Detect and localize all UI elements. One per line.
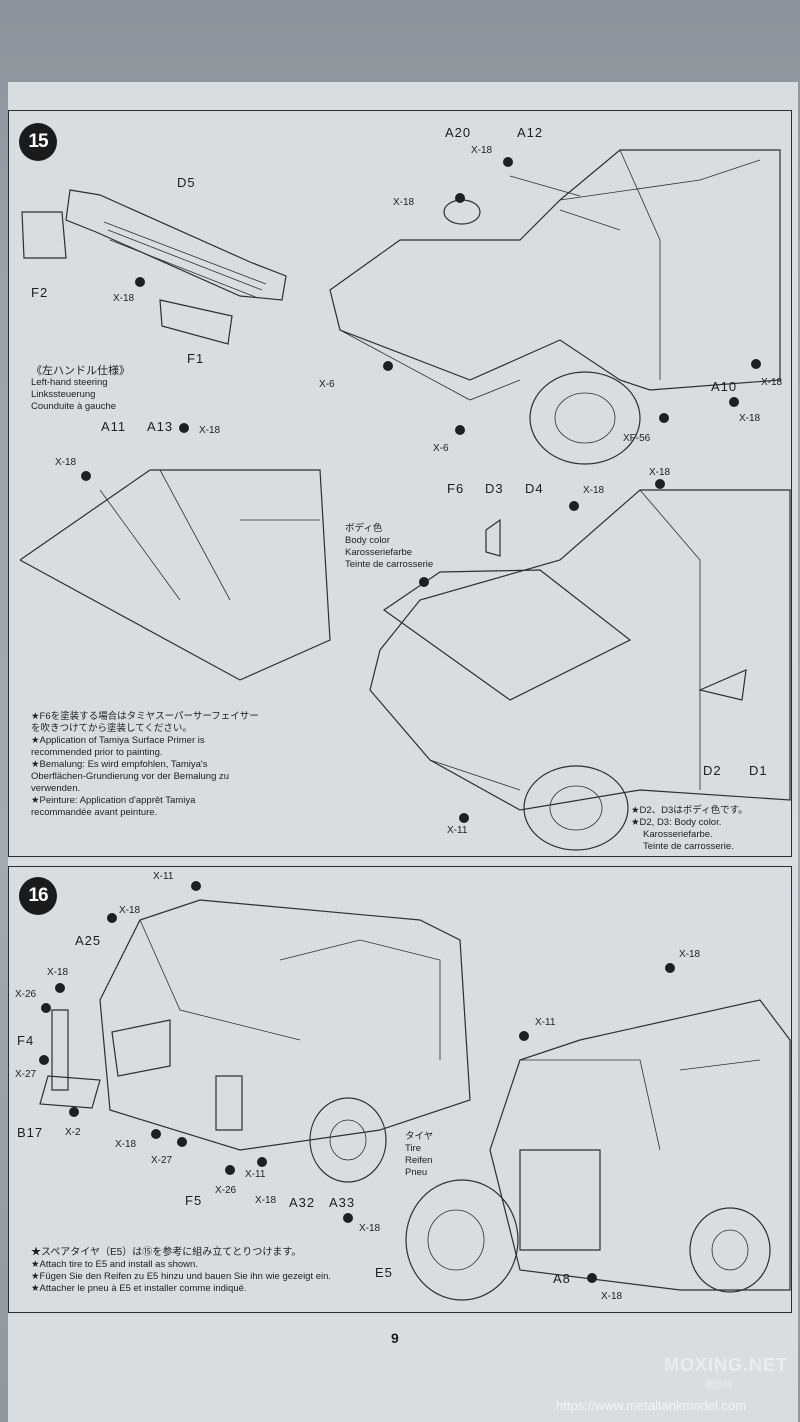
part-label-d3: D3 (485, 481, 504, 496)
part-label-a10: A10 (711, 379, 738, 394)
d2-d3-body-color-note: ★D2、D3はボディ色です。 ★D2, D3: Body color. Karo… (631, 805, 748, 852)
part-label-d1: D1 (749, 763, 768, 778)
screw-label-x2: X-2 (65, 1127, 81, 1138)
screw-label-x6: X-6 (433, 443, 449, 454)
screw-label-x18: X-18 (649, 467, 671, 478)
screw-label-x18: X-18 (679, 949, 701, 960)
page-number: 9 (391, 1330, 399, 1346)
part-label-e5: E5 (375, 1265, 393, 1280)
part-label-a32: A32 (289, 1195, 316, 1210)
part-label-d5: D5 (177, 175, 196, 190)
screw-label-x11: X-11 (535, 1017, 556, 1028)
screw-label-x11: X-11 (447, 825, 468, 836)
rear-vehicle-drawing-left (39, 881, 471, 1223)
screw-label-x11: X-11 (245, 1169, 266, 1180)
watermark-subtitle: 模型网 (705, 1380, 733, 1390)
screw-label-x18: X-18 (55, 457, 77, 468)
screw-label-x18: X-18 (393, 197, 415, 208)
watermark-logo: MOXING.NET (664, 1355, 789, 1375)
part-label-f2: F2 (31, 285, 49, 300)
screw-label-x18: X-18 (583, 485, 605, 496)
spare-tire-note: ★スペアタイヤ（E5）は⑮を参考に組み立てとりつけます。 ★Attach tir… (31, 1247, 332, 1294)
left-hand-steering-note: 《左ハンドル仕様》 Left-hand steering Linkssteuer… (31, 365, 130, 412)
part-label-d2: D2 (703, 763, 722, 778)
part-label-f5: F5 (185, 1193, 203, 1208)
screw-label-x18: X-18 (471, 145, 493, 156)
hood-vehicle-drawing (369, 479, 791, 851)
part-label-a11: A11 (101, 419, 127, 434)
screw-label-x18: X-18 (113, 293, 135, 304)
part-label-a8: A8 (553, 1271, 571, 1286)
body-color-note: ボディ色 Body color Karosseriefarbe Teinte d… (345, 523, 434, 570)
screw-label-x26: X-26 (215, 1185, 237, 1196)
primer-note: ★F6を塗装する場合はタミヤスーパーサーフェイサー を吹きつけてから塗装してくだ… (31, 711, 259, 818)
step-15-panel: 15 D5 F2 X-18 F1 A20 A12 X-18 X-18 X-6 X… (8, 110, 792, 857)
screw-label-x6: X-6 (319, 379, 335, 390)
screw-label-x18: X-18 (601, 1291, 623, 1302)
screw-label-x27: X-27 (15, 1069, 37, 1080)
part-label-a13: A13 (147, 419, 174, 434)
instruction-sheet (8, 82, 798, 1422)
screw-label-x18: X-18 (119, 905, 141, 916)
front-vehicle-drawing-top (329, 149, 781, 465)
part-label-d4: D4 (525, 481, 544, 496)
step-number-badge: 16 (19, 877, 57, 915)
screw-label-x18: X-18 (761, 377, 783, 388)
part-label-f6: F6 (447, 481, 465, 496)
part-label-a33: A33 (329, 1195, 356, 1210)
part-label-b17: B17 (17, 1125, 44, 1140)
part-label-a12: A12 (517, 125, 544, 140)
part-label-f1: F1 (187, 351, 205, 366)
grille-assembly-drawing (21, 189, 287, 345)
screw-label-x18: X-18 (739, 413, 761, 424)
screw-label-x18: X-18 (359, 1223, 381, 1234)
screw-label-x18: X-18 (199, 425, 221, 436)
part-label-a20: A20 (445, 125, 472, 140)
part-label-f4: F4 (17, 1033, 35, 1048)
screw-label-x11: X-11 (153, 871, 174, 882)
screw-label-xf56: XF-56 (623, 433, 651, 444)
screw-label-x27: X-27 (151, 1155, 173, 1166)
part-label-a25: A25 (75, 933, 102, 948)
screw-label-x18: X-18 (255, 1195, 277, 1206)
screw-label-x26: X-26 (15, 989, 37, 1000)
step-16-panel: 16 X-11 X-18 A25 X-18 X-26 F4 X-27 B17 X… (8, 866, 792, 1313)
screw-label-x18: X-18 (115, 1139, 137, 1150)
rear-vehicle-drawing-right (405, 963, 791, 1301)
step-number-badge: 15 (19, 123, 57, 161)
screw-label-x18: X-18 (47, 967, 69, 978)
watermark-url: https://www.metaltankmodel.com (556, 1398, 747, 1413)
left-hand-wiper-drawing (19, 423, 331, 681)
tire-label: タイヤ Tire Reifen Pneu (405, 1131, 434, 1178)
